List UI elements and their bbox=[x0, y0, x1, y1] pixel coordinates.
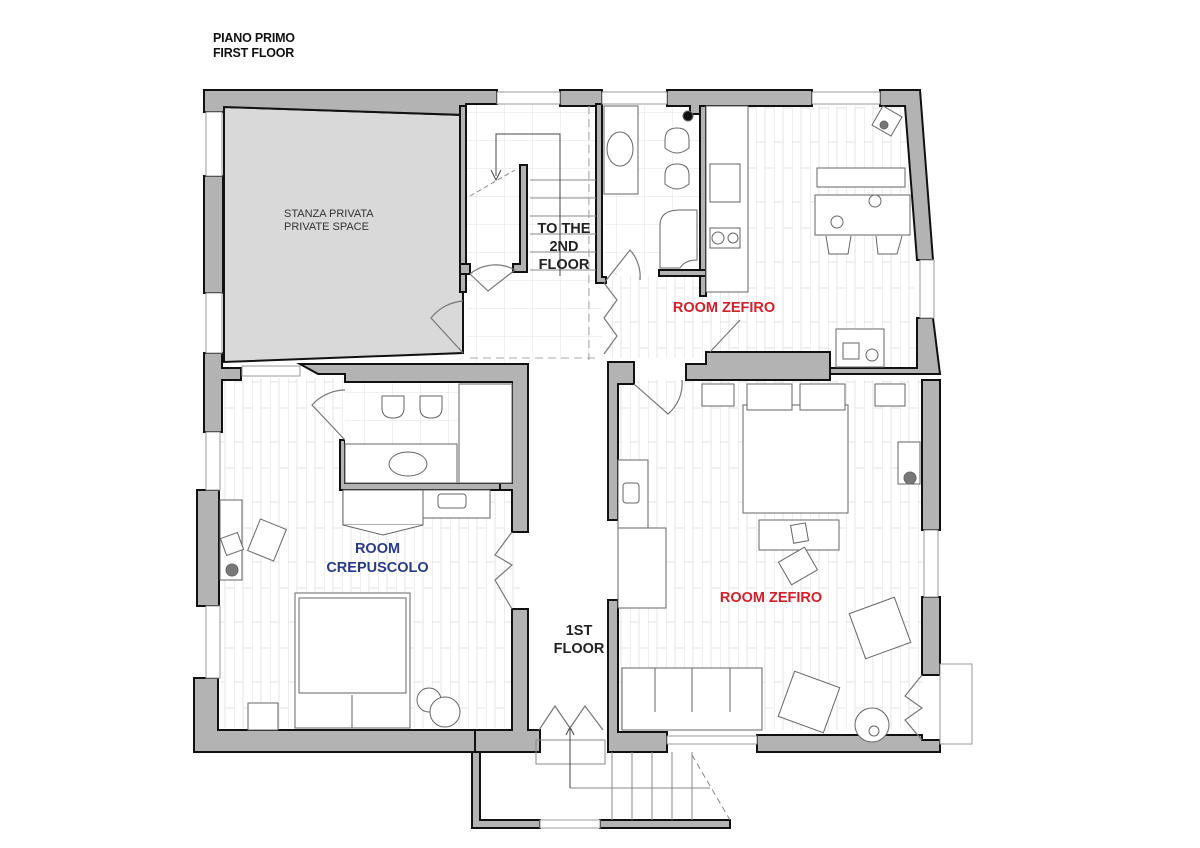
bidet-icon bbox=[419, 395, 443, 419]
private-space-floor bbox=[223, 105, 464, 364]
label-crepuscolo-line2: CREPUSCOLO bbox=[326, 560, 429, 576]
wall bbox=[196, 489, 220, 607]
window bbox=[919, 259, 935, 319]
window bbox=[205, 605, 221, 679]
door bbox=[904, 674, 924, 741]
window bbox=[241, 365, 301, 377]
label-room-zefiro-lower: ROOM ZEFIRO bbox=[719, 590, 823, 606]
window bbox=[601, 91, 668, 105]
label-stairs-line2: 2ND bbox=[549, 239, 579, 255]
nightstand bbox=[247, 702, 279, 731]
window bbox=[811, 91, 881, 105]
furniture bbox=[219, 105, 921, 743]
label-room-zefiro-upper: ROOM ZEFIRO bbox=[672, 300, 776, 316]
door bbox=[430, 300, 464, 354]
staircase bbox=[469, 106, 731, 821]
door bbox=[538, 704, 604, 731]
wall bbox=[459, 105, 467, 293]
door bbox=[709, 319, 741, 353]
wall bbox=[685, 351, 831, 381]
armchair bbox=[247, 518, 287, 562]
door bbox=[311, 389, 346, 441]
desk bbox=[617, 527, 667, 609]
plan-title: PIANO PRIMO FIRST FLOOR bbox=[213, 31, 295, 61]
label-landing-line2: FLOOR bbox=[553, 641, 605, 657]
label-stairs-2nd-floor: TO THE 2ND FLOOR bbox=[531, 220, 597, 274]
wall bbox=[607, 361, 635, 521]
label-first-floor-landing: 1ST FLOOR bbox=[548, 622, 610, 658]
window bbox=[205, 111, 223, 177]
wardrobe bbox=[342, 489, 424, 526]
sink-icon bbox=[606, 131, 634, 167]
walls bbox=[193, 89, 942, 829]
window bbox=[205, 431, 221, 491]
label-landing-line1: 1ST bbox=[565, 623, 593, 639]
double-bed bbox=[742, 404, 849, 514]
bidet-icon bbox=[664, 163, 690, 190]
shower-icon bbox=[659, 209, 698, 269]
wall bbox=[474, 608, 541, 753]
wall bbox=[471, 751, 541, 829]
window bbox=[539, 819, 601, 829]
label-crepuscolo-line1: ROOM bbox=[354, 541, 401, 557]
stair-hall-floor bbox=[467, 103, 602, 363]
nightstand bbox=[701, 383, 735, 407]
armchair bbox=[777, 670, 841, 734]
wall bbox=[756, 734, 941, 753]
wall bbox=[879, 89, 935, 261]
bench bbox=[816, 167, 906, 188]
label-private-space: STANZA PRIVATA PRIVATE SPACE bbox=[284, 208, 374, 234]
dining-table bbox=[814, 194, 911, 236]
door bbox=[603, 249, 641, 284]
door bbox=[469, 264, 517, 292]
label-room-crepuscolo: ROOM CREPUSCOLO bbox=[315, 540, 440, 578]
label-private-it: STANZA PRIVATA bbox=[284, 208, 374, 220]
toilet-icon bbox=[381, 395, 405, 419]
window bbox=[205, 292, 223, 354]
title-english: FIRST FLOOR bbox=[213, 46, 295, 60]
corridor-floor bbox=[520, 360, 610, 730]
door bbox=[494, 531, 514, 610]
chair bbox=[777, 546, 819, 586]
title-italian: PIANO PRIMO bbox=[213, 31, 295, 45]
sink-icon bbox=[388, 451, 428, 477]
wall bbox=[921, 596, 941, 676]
toilet-icon bbox=[664, 127, 690, 154]
nightstand bbox=[874, 383, 906, 407]
shower bbox=[458, 383, 513, 484]
balcony bbox=[939, 663, 973, 745]
windows bbox=[205, 91, 973, 829]
window bbox=[666, 735, 758, 745]
wall bbox=[699, 105, 707, 297]
doors bbox=[311, 249, 924, 741]
wall bbox=[459, 263, 471, 275]
window bbox=[923, 529, 939, 598]
armchair bbox=[848, 596, 912, 660]
door bbox=[633, 379, 683, 415]
label-private-en: PRIVATE SPACE bbox=[284, 221, 369, 233]
round-table bbox=[854, 707, 890, 743]
label-stairs-line1: TO THE bbox=[537, 221, 591, 237]
window bbox=[496, 91, 561, 105]
label-stairs-line3: FLOOR bbox=[538, 257, 590, 273]
wall bbox=[599, 819, 731, 829]
wall bbox=[658, 269, 707, 277]
door bbox=[603, 282, 618, 355]
wall bbox=[203, 175, 224, 294]
wall bbox=[921, 379, 941, 531]
